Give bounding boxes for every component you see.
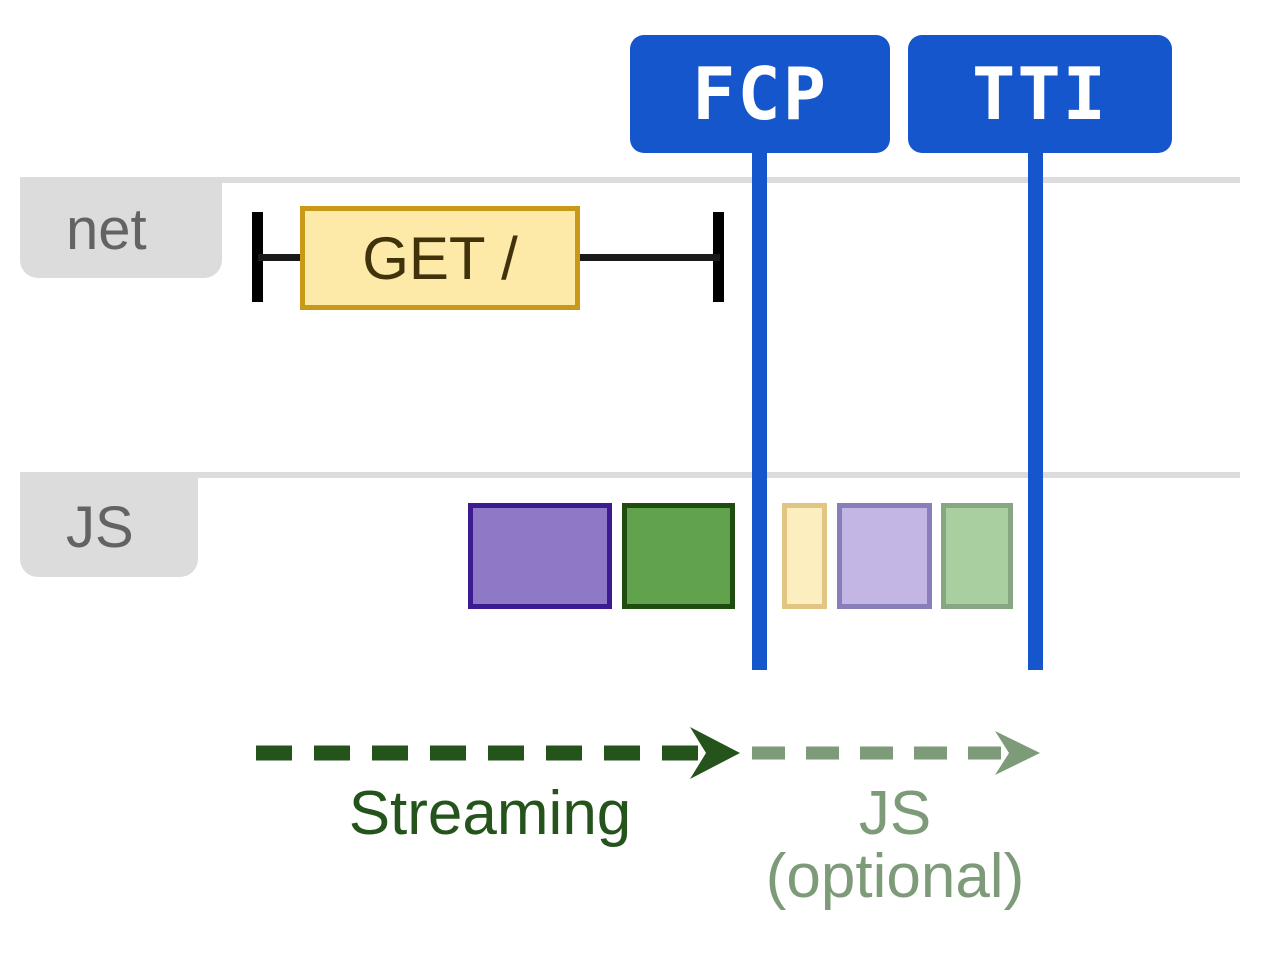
network-request-label: GET / [362,224,518,292]
network-request-block[interactable]: GET / [300,206,580,310]
js-task-block[interactable] [622,503,735,609]
request-connector-right [574,254,720,261]
flow-label-streaming: Streaming [348,779,632,848]
js-task-block[interactable] [782,503,827,609]
marker-badge-fcp[interactable]: FCP [630,35,890,153]
row-separator-js [20,472,1240,478]
row-separator-net [20,177,1240,183]
marker-badge-tti-text: TTI [971,52,1109,136]
js-task-block[interactable] [941,503,1013,609]
marker-badge-tti[interactable]: TTI [908,35,1172,153]
flow-label-js-optional: JS (optional) [765,779,1025,912]
flow-arrow-streaming [256,727,740,779]
row-label-net-text: net [66,196,147,262]
request-start-tick [252,212,263,302]
optional-arrowhead [995,731,1040,775]
row-label-js: JS [20,477,198,577]
js-task-block[interactable] [837,503,932,609]
flow-arrow-js-optional [752,731,1040,775]
streaming-arrowhead [690,727,740,779]
marker-line-tti [1028,140,1043,670]
row-label-net: net [20,180,222,278]
marker-badge-fcp-text: FCP [691,52,829,136]
js-task-block[interactable] [468,503,612,609]
marker-line-fcp [752,140,767,670]
row-label-js-text: JS [66,494,134,560]
request-connector-left [258,254,306,261]
